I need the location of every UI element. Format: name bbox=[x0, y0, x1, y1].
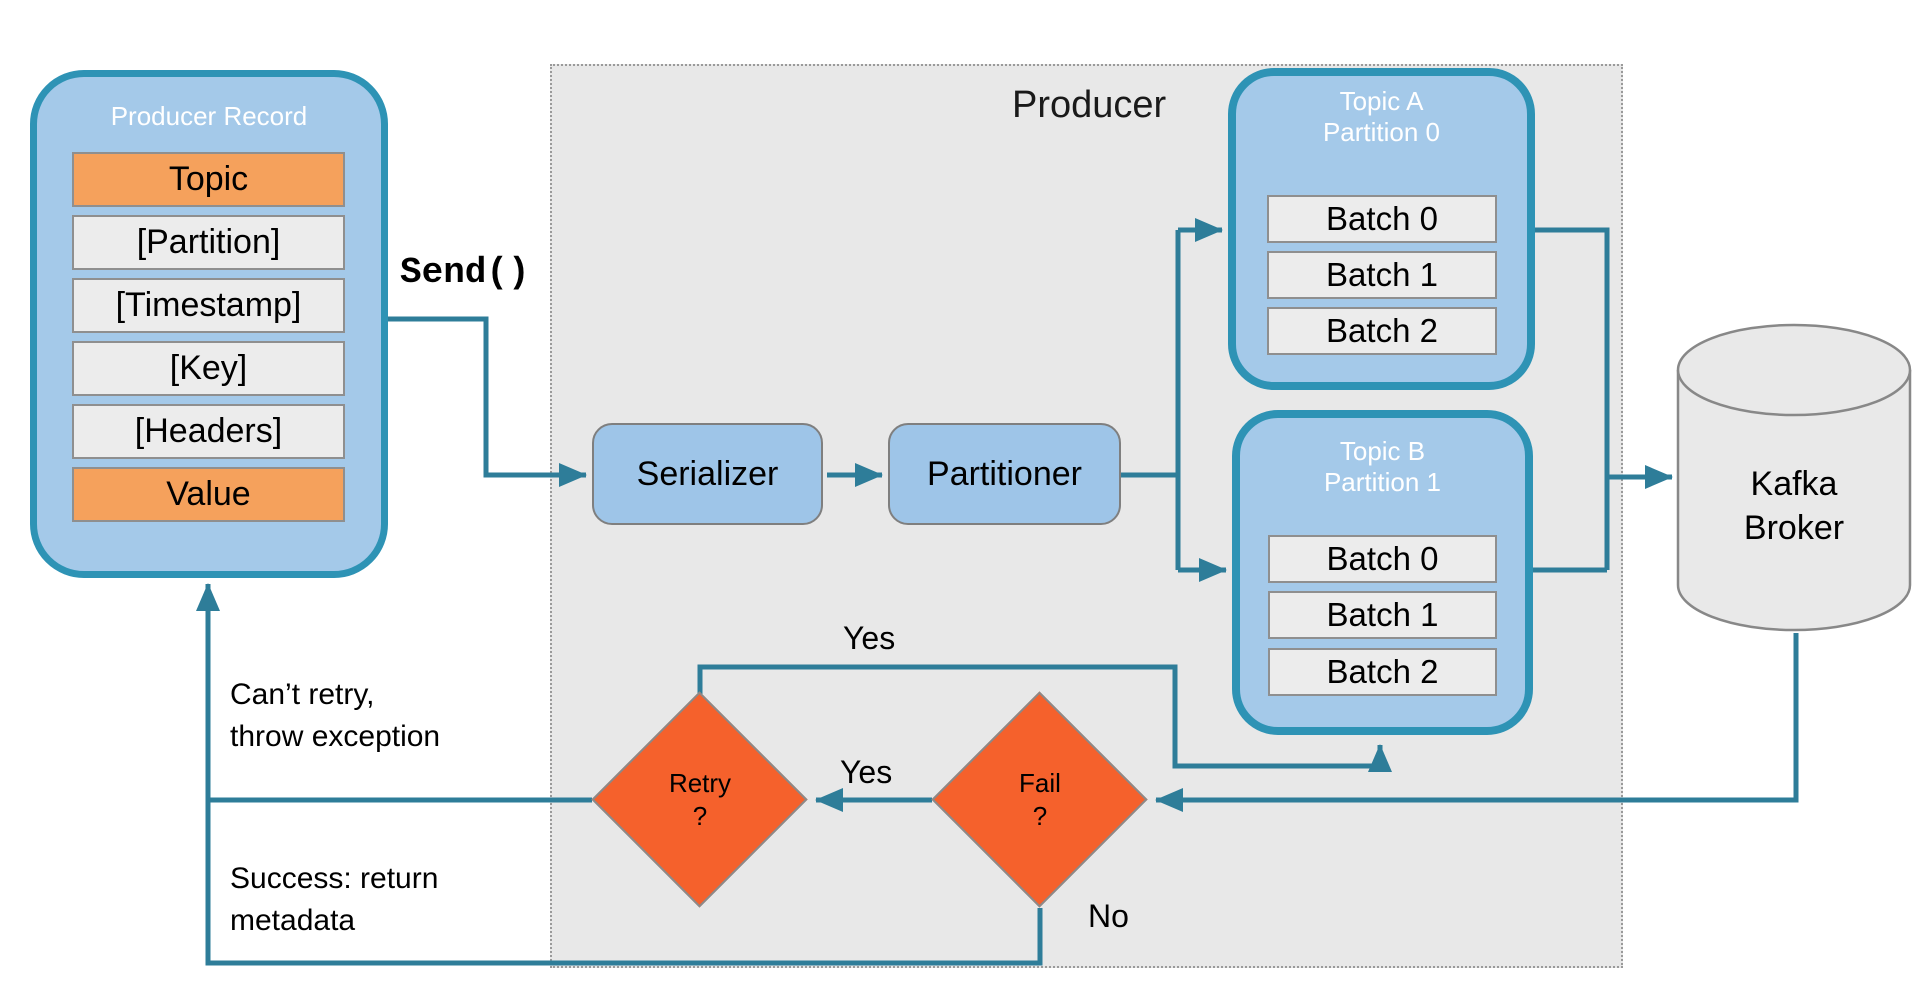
record-row-headers: [Headers] bbox=[72, 404, 345, 459]
success-note-line1: Success: return bbox=[230, 862, 439, 895]
record-row-key: [Key] bbox=[72, 341, 345, 396]
topic-b-title-line2: Partition 1 bbox=[1323, 467, 1442, 497]
record-row-value: Value bbox=[72, 467, 345, 522]
retry-label-line1: Retry bbox=[668, 768, 732, 798]
topic-b-title-line1: Topic B bbox=[1339, 436, 1426, 466]
topic-a-batch-2: Batch 2 bbox=[1267, 307, 1497, 355]
topic-a-batch-0: Batch 0 bbox=[1267, 195, 1497, 243]
record-row-timestamp: [Timestamp] bbox=[72, 278, 345, 333]
broker-label-line2: Broker bbox=[1743, 509, 1845, 547]
serializer-box: Serializer bbox=[592, 423, 823, 525]
topic-a-batch-1: Batch 1 bbox=[1267, 251, 1497, 299]
fail-yes-label: Yes bbox=[840, 754, 893, 790]
topic-b-batch-1: Batch 1 bbox=[1268, 591, 1497, 639]
cant-retry-note-line2: throw exception bbox=[230, 720, 441, 753]
topic-b-batch-2: Batch 2 bbox=[1268, 648, 1497, 696]
retry-diamond-label: Retry ? bbox=[620, 767, 780, 833]
topic-a-partition-0-box: Topic A Partition 0 Batch 0 Batch 1 Batc… bbox=[1228, 68, 1535, 390]
cant-retry-note-line1: Can’t retry, bbox=[230, 678, 375, 711]
success-note: Success: return metadata bbox=[230, 858, 438, 942]
record-row-partition: [Partition] bbox=[72, 215, 345, 270]
kafka-broker-label: Kafka Broker bbox=[1678, 462, 1910, 550]
retry-yes-label: Yes bbox=[843, 620, 896, 656]
producer-record-box: Producer Record Topic [Partition] [Times… bbox=[30, 70, 388, 578]
broker-label-line1: Kafka bbox=[1750, 465, 1838, 503]
kafka-broker-cylinder bbox=[1676, 323, 1912, 632]
fail-label-line1: Fail bbox=[1019, 768, 1061, 798]
producer-record-title: Producer Record bbox=[110, 101, 308, 131]
topic-a-title: Topic A Partition 0 bbox=[1236, 86, 1527, 148]
partitioner-box: Partitioner bbox=[888, 423, 1121, 525]
fail-label-line2: ? bbox=[1032, 801, 1048, 831]
topic-a-title-line1: Topic A bbox=[1339, 86, 1424, 116]
topic-b-partition-1-box: Topic B Partition 1 Batch 0 Batch 1 Batc… bbox=[1232, 410, 1533, 735]
retry-label-line2: ? bbox=[692, 801, 708, 831]
record-row-topic: Topic bbox=[72, 152, 345, 207]
success-note-line2: metadata bbox=[230, 904, 356, 937]
topic-b-batch-0: Batch 0 bbox=[1268, 535, 1497, 583]
send-label: Send() bbox=[400, 252, 530, 293]
topic-b-title: Topic B Partition 1 bbox=[1240, 436, 1525, 498]
topic-a-title-line2: Partition 0 bbox=[1322, 117, 1441, 147]
fail-diamond-label: Fail ? bbox=[960, 767, 1120, 833]
producer-region-title: Producer bbox=[1012, 84, 1167, 126]
cant-retry-note: Can’t retry, throw exception bbox=[230, 674, 440, 758]
fail-no-label: No bbox=[1088, 898, 1129, 934]
